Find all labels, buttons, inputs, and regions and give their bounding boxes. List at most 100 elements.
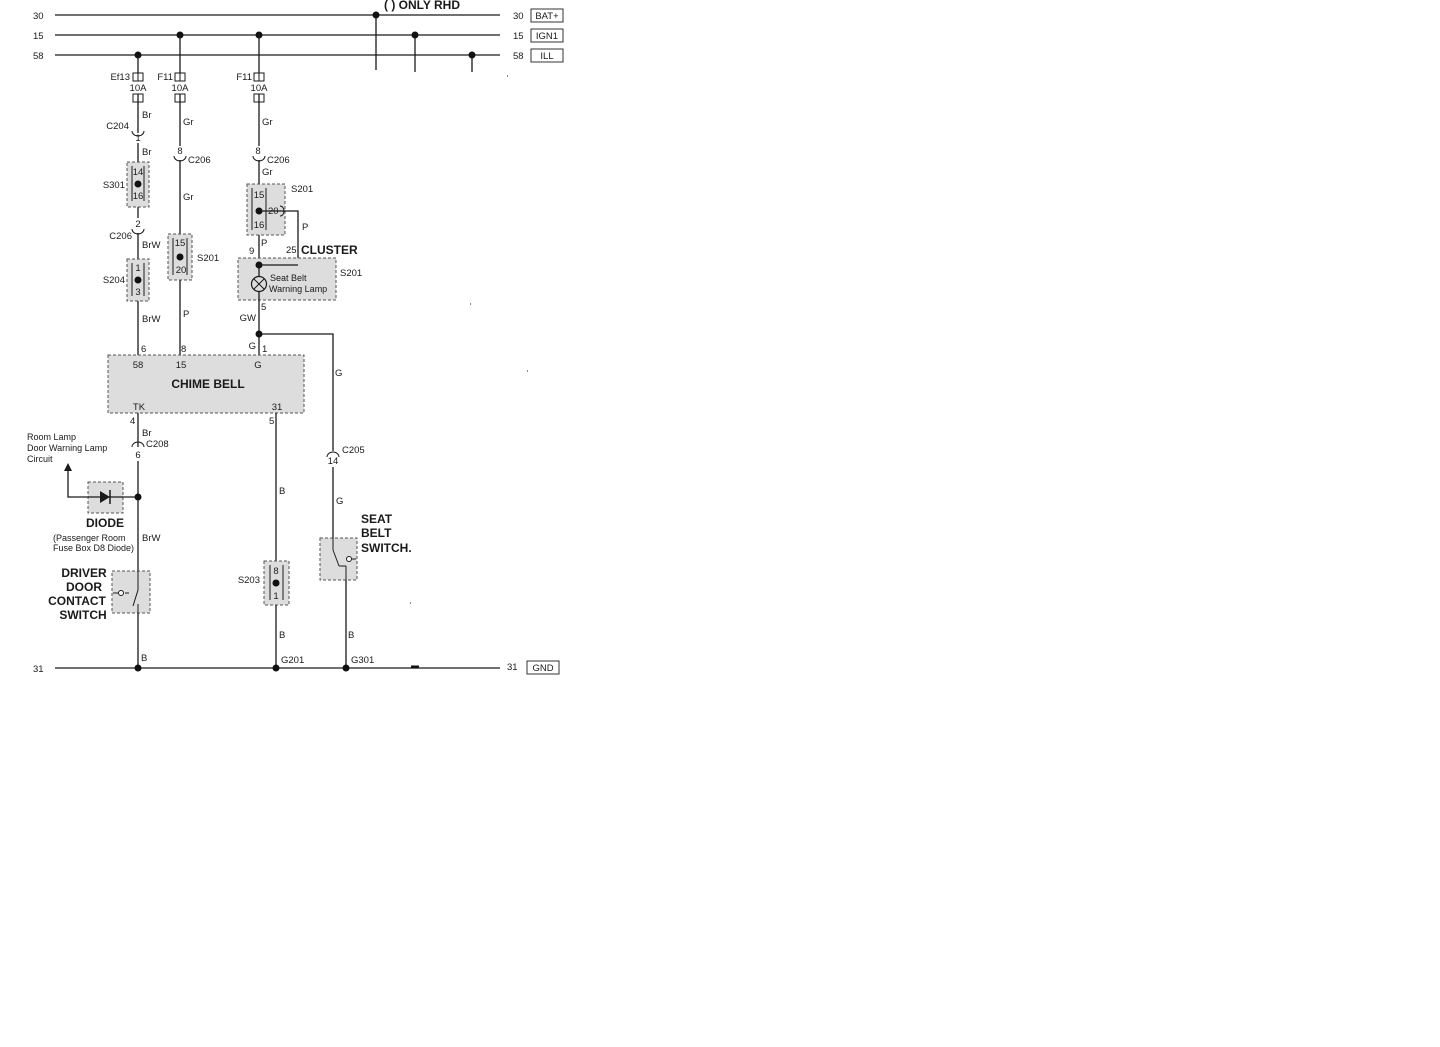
rhd-node-30 bbox=[372, 11, 380, 19]
rail-ill-tag: ILL bbox=[540, 51, 553, 62]
wire-p-loop bbox=[259, 210, 299, 258]
circuit-driver-door: 4 Br C208 6 Room Lamp Door Warning Lamp … bbox=[27, 413, 169, 672]
splice-s203-label: S203 bbox=[238, 575, 260, 586]
pin-cluster-9: 9 bbox=[249, 246, 254, 257]
wire-label-g-2: G bbox=[335, 368, 342, 379]
driver-switch-line4: SWITCH bbox=[59, 608, 106, 622]
chime-bell-title: CHIME BELL bbox=[171, 377, 244, 391]
rail-gnd-tag-box bbox=[526, 660, 560, 675]
splice-s201-label-a: S201 bbox=[197, 253, 219, 264]
wire-label-p-1: P bbox=[183, 309, 189, 320]
pin-s204-1: 1 bbox=[135, 263, 140, 274]
connector-c206-label-b: C206 bbox=[188, 155, 211, 166]
diode-note1: (Passenger Room bbox=[53, 533, 126, 543]
splice-s204-node bbox=[134, 276, 142, 284]
wire-label-brw-2: BrW bbox=[142, 314, 161, 325]
wire-g-branch bbox=[259, 333, 334, 451]
wire-room-lamp bbox=[67, 470, 88, 498]
pin-s201a-20: 20 bbox=[176, 265, 187, 276]
rail-15-left-label: 15 bbox=[33, 31, 44, 42]
wire-label-b-4: B bbox=[348, 630, 354, 641]
driver-door-switch-box bbox=[111, 570, 151, 614]
rail-58-left-label: 58 bbox=[33, 51, 44, 62]
pin-c206-2: 2 bbox=[135, 219, 140, 230]
wire-label-brw-1: BrW bbox=[142, 240, 161, 251]
chime-bell-box bbox=[107, 354, 305, 414]
pin-cluster-5: 5 bbox=[261, 302, 266, 313]
pin-s201b-16: 16 bbox=[254, 220, 265, 231]
fuse-f11b-rating: 10A bbox=[251, 83, 269, 94]
wire-label-brw-3: BrW bbox=[142, 533, 161, 544]
wire-label-b-1: B bbox=[141, 653, 147, 664]
circuit-column-f11-b: F11 10A Gr 8 C206 Gr 15 20 16 S201 P 25 … bbox=[236, 31, 362, 451]
chime-pin-tk: TK bbox=[133, 402, 146, 413]
connector-c205-label: C205 bbox=[342, 445, 365, 456]
pin-c205-14: 14 bbox=[328, 456, 339, 467]
diode-icon bbox=[100, 491, 110, 503]
rail-bat-tag: BAT+ bbox=[535, 11, 559, 22]
driver-switch-line1: DRIVER bbox=[61, 566, 107, 580]
splice-s201-label-c: S201 bbox=[340, 268, 362, 279]
pin-cluster-25: 25 bbox=[286, 245, 297, 256]
fuse-ef13-rating: 10A bbox=[130, 83, 148, 94]
chime-pin-15: 15 bbox=[176, 360, 187, 371]
circuit-column-ef13: Ef13 10A Br C204 1 Br 14 16 S301 2 C206 … bbox=[103, 51, 161, 355]
cluster-lamp-line1: Seat Belt bbox=[270, 273, 307, 283]
wire-label-gr-4: Gr bbox=[262, 167, 273, 178]
rhd-node-15 bbox=[411, 31, 419, 39]
wire-label-g-1: G bbox=[249, 341, 256, 352]
fuse-f11a-rating: 10A bbox=[172, 83, 190, 94]
pin-chime-4: 4 bbox=[130, 416, 135, 427]
ground-node-2 bbox=[272, 664, 280, 672]
ground-g301-label: G301 bbox=[351, 655, 374, 666]
wire-label-gr-1: Gr bbox=[183, 117, 194, 128]
arrow-up-icon bbox=[64, 463, 72, 471]
chime-bell-module: 58 15 G CHIME BELL TK 31 bbox=[107, 354, 305, 414]
circuit-seat-belt: C205 14 G SEAT BELT SWITCH. B G301 bbox=[319, 445, 412, 672]
wire-label-br-3: Br bbox=[142, 428, 152, 439]
pin-s301-16: 16 bbox=[133, 191, 144, 202]
pin-c206-8a: 8 bbox=[177, 146, 182, 157]
pin-s201b-15: 15 bbox=[254, 190, 265, 201]
rail-31-left-label: 31 bbox=[33, 664, 44, 675]
ground-node-3 bbox=[342, 664, 350, 672]
splice-s301-node bbox=[134, 180, 142, 188]
pin-s301-14: 14 bbox=[133, 167, 144, 178]
pin-c204-1: 1 bbox=[135, 133, 140, 144]
driver-switch-icon bbox=[113, 571, 139, 613]
pin-c206-8b: 8 bbox=[255, 146, 260, 157]
rail-30-right-label: 30 bbox=[513, 11, 524, 22]
warning-lamp-icon bbox=[250, 275, 268, 293]
seat-switch-line3: SWITCH. bbox=[361, 541, 412, 555]
splice-s203-node bbox=[272, 579, 280, 587]
connector-c208-label: C208 bbox=[146, 439, 169, 450]
fuse-f11a-label: F11 bbox=[157, 72, 173, 83]
rail-ign1-tag: IGN1 bbox=[536, 31, 558, 42]
wire-label-br-1: Br bbox=[142, 110, 152, 121]
chime-pin-58: 58 bbox=[133, 360, 144, 371]
only-rhd-label: ( ) ONLY RHD bbox=[384, 0, 460, 12]
cluster-title: CLUSTER bbox=[301, 243, 358, 257]
pin-s203-8: 8 bbox=[273, 566, 278, 577]
chime-pin-31: 31 bbox=[272, 402, 283, 413]
fuse-f11b-label: F11 bbox=[236, 72, 252, 83]
pin-c208-6: 6 bbox=[135, 450, 140, 461]
splice-s201a-node bbox=[176, 253, 184, 261]
circuit-column-f11-a: F11 10A Gr 8 C206 Gr 15 20 S201 P 8 bbox=[157, 31, 219, 355]
splice-s301-label: S301 bbox=[103, 180, 125, 191]
diode-note2: Fuse Box D8 Diode) bbox=[53, 543, 134, 553]
seat-belt-switch-icon bbox=[332, 538, 356, 580]
seat-switch-line1: SEAT bbox=[361, 512, 393, 526]
chime-pin-g: G bbox=[254, 360, 261, 371]
rail-15-right-label: 15 bbox=[513, 31, 524, 42]
wire-label-b-3: B bbox=[279, 630, 285, 641]
diode-title: DIODE bbox=[86, 516, 124, 530]
connector-c206-label-c: C206 bbox=[267, 155, 290, 166]
pin-s203-1: 1 bbox=[273, 591, 278, 602]
wire-label-p-3: P bbox=[302, 222, 308, 233]
pin-s204-3: 3 bbox=[135, 287, 140, 298]
cluster-lamp-line2: Warning Lamp bbox=[269, 284, 327, 294]
splice-s201-label-b: S201 bbox=[291, 184, 313, 195]
room-lamp-line2: Door Warning Lamp bbox=[27, 443, 107, 453]
